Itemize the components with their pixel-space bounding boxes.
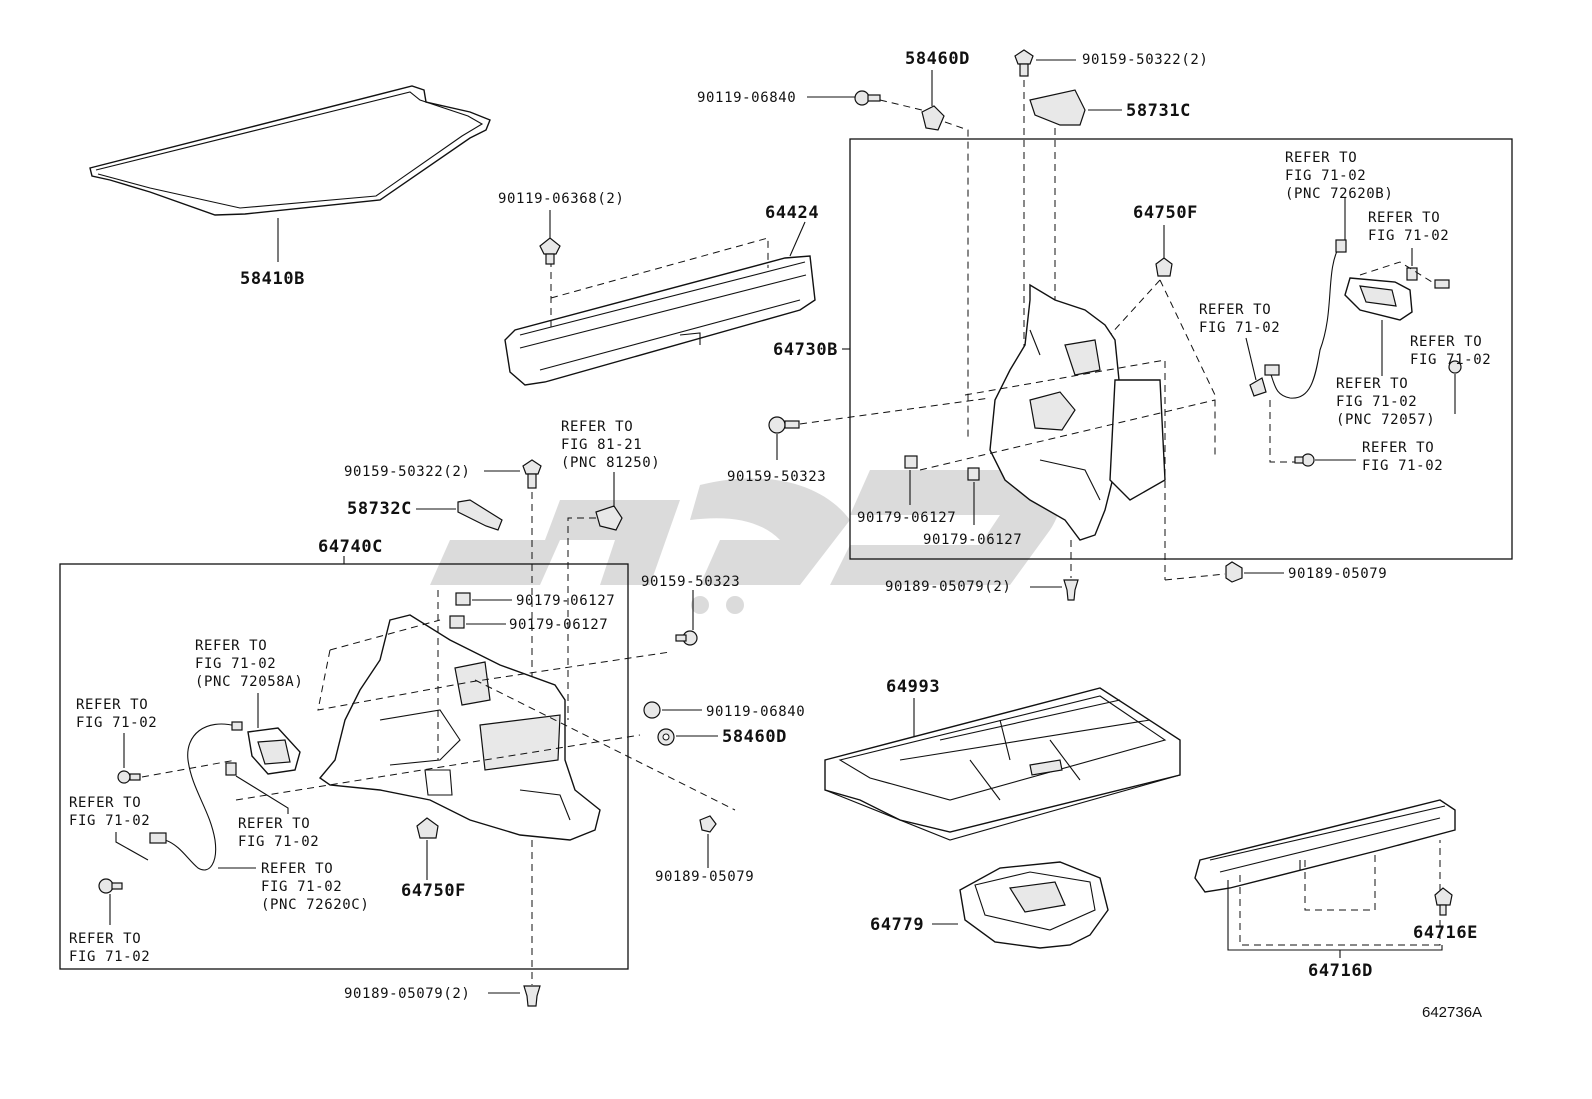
label-90189-05079-right: 90189-05079: [1288, 566, 1387, 582]
refer-620C-line3: (PNC 72620C): [261, 897, 369, 913]
clip-90189-05079-bottom-icon: [523, 985, 541, 1007]
clip-90189-05079-low-icon: [699, 815, 717, 833]
clip-58460D-top-icon: [921, 105, 945, 131]
label-90179-06127-a: 90179-06127: [857, 510, 956, 526]
bolt-90119-06840-top-icon: [854, 90, 881, 106]
clip-90179-06127-a-icon: [904, 455, 918, 469]
refer-G-line1: REFER TO: [238, 816, 310, 832]
clip-58460D-mid-icon: [657, 728, 675, 746]
label-90179-06127-d: 90179-06127: [509, 617, 608, 633]
refer-620C-line2: FIG 71-02: [261, 879, 342, 895]
clip-64750F-top-icon: [1155, 257, 1173, 277]
label-58460D-mid: 58460D: [722, 727, 787, 747]
refer-E-line1: REFER TO: [76, 697, 148, 713]
refer-8121-line3: (PNC 81250): [561, 455, 660, 471]
refer-F-line1: REFER TO: [69, 795, 141, 811]
part-58410B-cover: [89, 85, 491, 262]
screw-left-E-icon: [117, 770, 141, 784]
label-90159-50322-top: 90159-50322(2): [1082, 52, 1208, 68]
refer-057-line3: (PNC 72057): [1336, 412, 1435, 428]
label-64716E: 64716E: [1413, 923, 1478, 943]
refer-F-line2: FIG 71-02: [69, 813, 150, 829]
label-64750F-low: 64750F: [401, 881, 466, 901]
refer-620C-line1: REFER TO: [261, 861, 333, 877]
refer-A-line1: REFER TO: [1368, 210, 1440, 226]
label-58460D-top: 58460D: [905, 49, 970, 69]
clip-90189-05079-mid-icon: [1063, 579, 1079, 601]
diagram-id: 642736A: [1422, 1004, 1482, 1021]
refer-E-line2: FIG 71-02: [76, 715, 157, 731]
label-64740C: 64740C: [318, 537, 383, 557]
label-90159-50323-top: 90159-50323: [727, 469, 826, 485]
label-58410B: 58410B: [240, 269, 305, 289]
label-90119-06840-top: 90119-06840: [697, 90, 796, 106]
lamp-81250-icon: [595, 505, 623, 531]
refer-058A-line1: REFER TO: [195, 638, 267, 654]
part-58732C-bracket: [457, 499, 503, 531]
refer-620B-line2: FIG 71-02: [1285, 168, 1366, 184]
bolt-90119-06840-mid-icon: [643, 701, 661, 719]
label-64424: 64424: [765, 203, 819, 223]
refer-8121-line2: FIG 81-21: [561, 437, 642, 453]
part-64740C-trim: [318, 614, 601, 841]
label-90189-05079-2-bottom: 90189-05079(2): [344, 986, 470, 1002]
watermark-logo: [430, 470, 1061, 614]
clip-90119-06368-icon: [539, 210, 561, 265]
part-64993-tray: [824, 687, 1181, 841]
label-64730B: 64730B: [773, 340, 838, 360]
part-64730B-trim: [989, 283, 1166, 541]
refer-057-line2: FIG 71-02: [1336, 394, 1417, 410]
refer-G-line2: FIG 71-02: [238, 834, 319, 850]
screw-90159-50323-top-icon: [768, 416, 800, 434]
screw-left-H-icon: [98, 878, 123, 894]
clip-90179-06127-b-icon: [967, 467, 980, 481]
label-58731C: 58731C: [1126, 101, 1191, 121]
refer-H-line1: REFER TO: [69, 931, 141, 947]
label-58732C: 58732C: [347, 499, 412, 519]
label-90189-05079-low: 90189-05079: [655, 869, 754, 885]
refer-057-line1: REFER TO: [1336, 376, 1408, 392]
clip-90179-06127-d-icon: [449, 615, 465, 629]
label-90119-06840-mid: 90119-06840: [706, 704, 805, 720]
screw-90159-50322-top-icon: [1014, 49, 1034, 77]
part-opener-cable-right: [1249, 239, 1462, 399]
clip-64750F-low-icon: [416, 817, 439, 839]
label-90189-05079-2-mid: 90189-05079(2): [885, 579, 1011, 595]
label-64779: 64779: [870, 915, 924, 935]
label-90179-06127-c: 90179-06127: [516, 593, 615, 609]
refer-C-line2: FIG 71-02: [1410, 352, 1491, 368]
label-90159-50322-left: 90159-50322(2): [344, 464, 470, 480]
label-64716D: 64716D: [1308, 961, 1373, 981]
screw-90159-50323-mid-icon: [675, 630, 698, 646]
refer-H-line2: FIG 71-02: [69, 949, 150, 965]
screw-90159-50322-left-icon: [522, 459, 542, 489]
refer-D-line2: FIG 71-02: [1362, 458, 1443, 474]
refer-058A-line2: FIG 71-02: [195, 656, 276, 672]
label-90119-06368: 90119-06368(2): [498, 191, 624, 207]
part-64424-tray: [504, 221, 816, 386]
part-58731C-cap: [1029, 89, 1086, 126]
part-64716D-plate: [1194, 799, 1456, 946]
refer-D-line1: REFER TO: [1362, 440, 1434, 456]
part-64779-foam: [959, 861, 1109, 949]
refer-8121-line1: REFER TO: [561, 419, 633, 435]
refer-620B-line1: REFER TO: [1285, 150, 1357, 166]
screw-right-refer-icon: [1294, 453, 1315, 467]
refer-B-line2: FIG 71-02: [1199, 320, 1280, 336]
refer-058A-line3: (PNC 72058A): [195, 674, 303, 690]
label-90179-06127-b: 90179-06127: [923, 532, 1022, 548]
label-90159-50323-mid: 90159-50323: [641, 574, 740, 590]
refer-A-line2: FIG 71-02: [1368, 228, 1449, 244]
clip-90189-05079-right-icon: [1225, 561, 1243, 583]
refer-620B-line3: (PNC 72620B): [1285, 186, 1393, 202]
refer-B-line1: REFER TO: [1199, 302, 1271, 318]
label-64750F-top: 64750F: [1133, 203, 1198, 223]
clip-90179-06127-c-icon: [455, 592, 471, 606]
label-64993: 64993: [886, 677, 940, 697]
refer-C-line1: REFER TO: [1410, 334, 1482, 350]
part-opener-cable-left: [149, 721, 301, 871]
clip-64716E-icon: [1434, 887, 1453, 916]
